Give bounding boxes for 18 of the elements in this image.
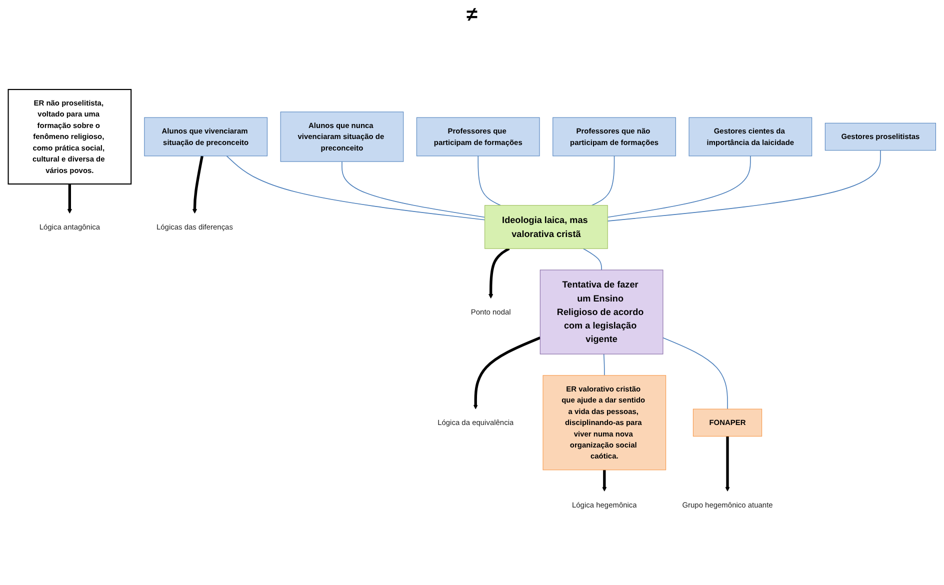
connector xyxy=(226,156,486,220)
arrow xyxy=(725,436,730,492)
connector xyxy=(591,156,615,206)
node-box: Tentativa de fazer um Ensino Religioso de acordo com a legislação vigente xyxy=(540,270,664,354)
connector xyxy=(603,354,605,376)
connector xyxy=(607,150,881,222)
arrow xyxy=(67,184,72,214)
connector xyxy=(582,248,602,270)
node-box: Ideologia laica, mas valorativa cristã xyxy=(484,205,608,249)
arrow xyxy=(602,470,607,492)
connector xyxy=(662,337,728,410)
not-equal-sign: ≠ xyxy=(466,4,478,27)
connector xyxy=(342,161,486,218)
arrow xyxy=(473,336,541,410)
connector xyxy=(478,156,502,206)
connector xyxy=(607,156,751,218)
arrow xyxy=(192,156,204,214)
arrow xyxy=(488,247,510,299)
